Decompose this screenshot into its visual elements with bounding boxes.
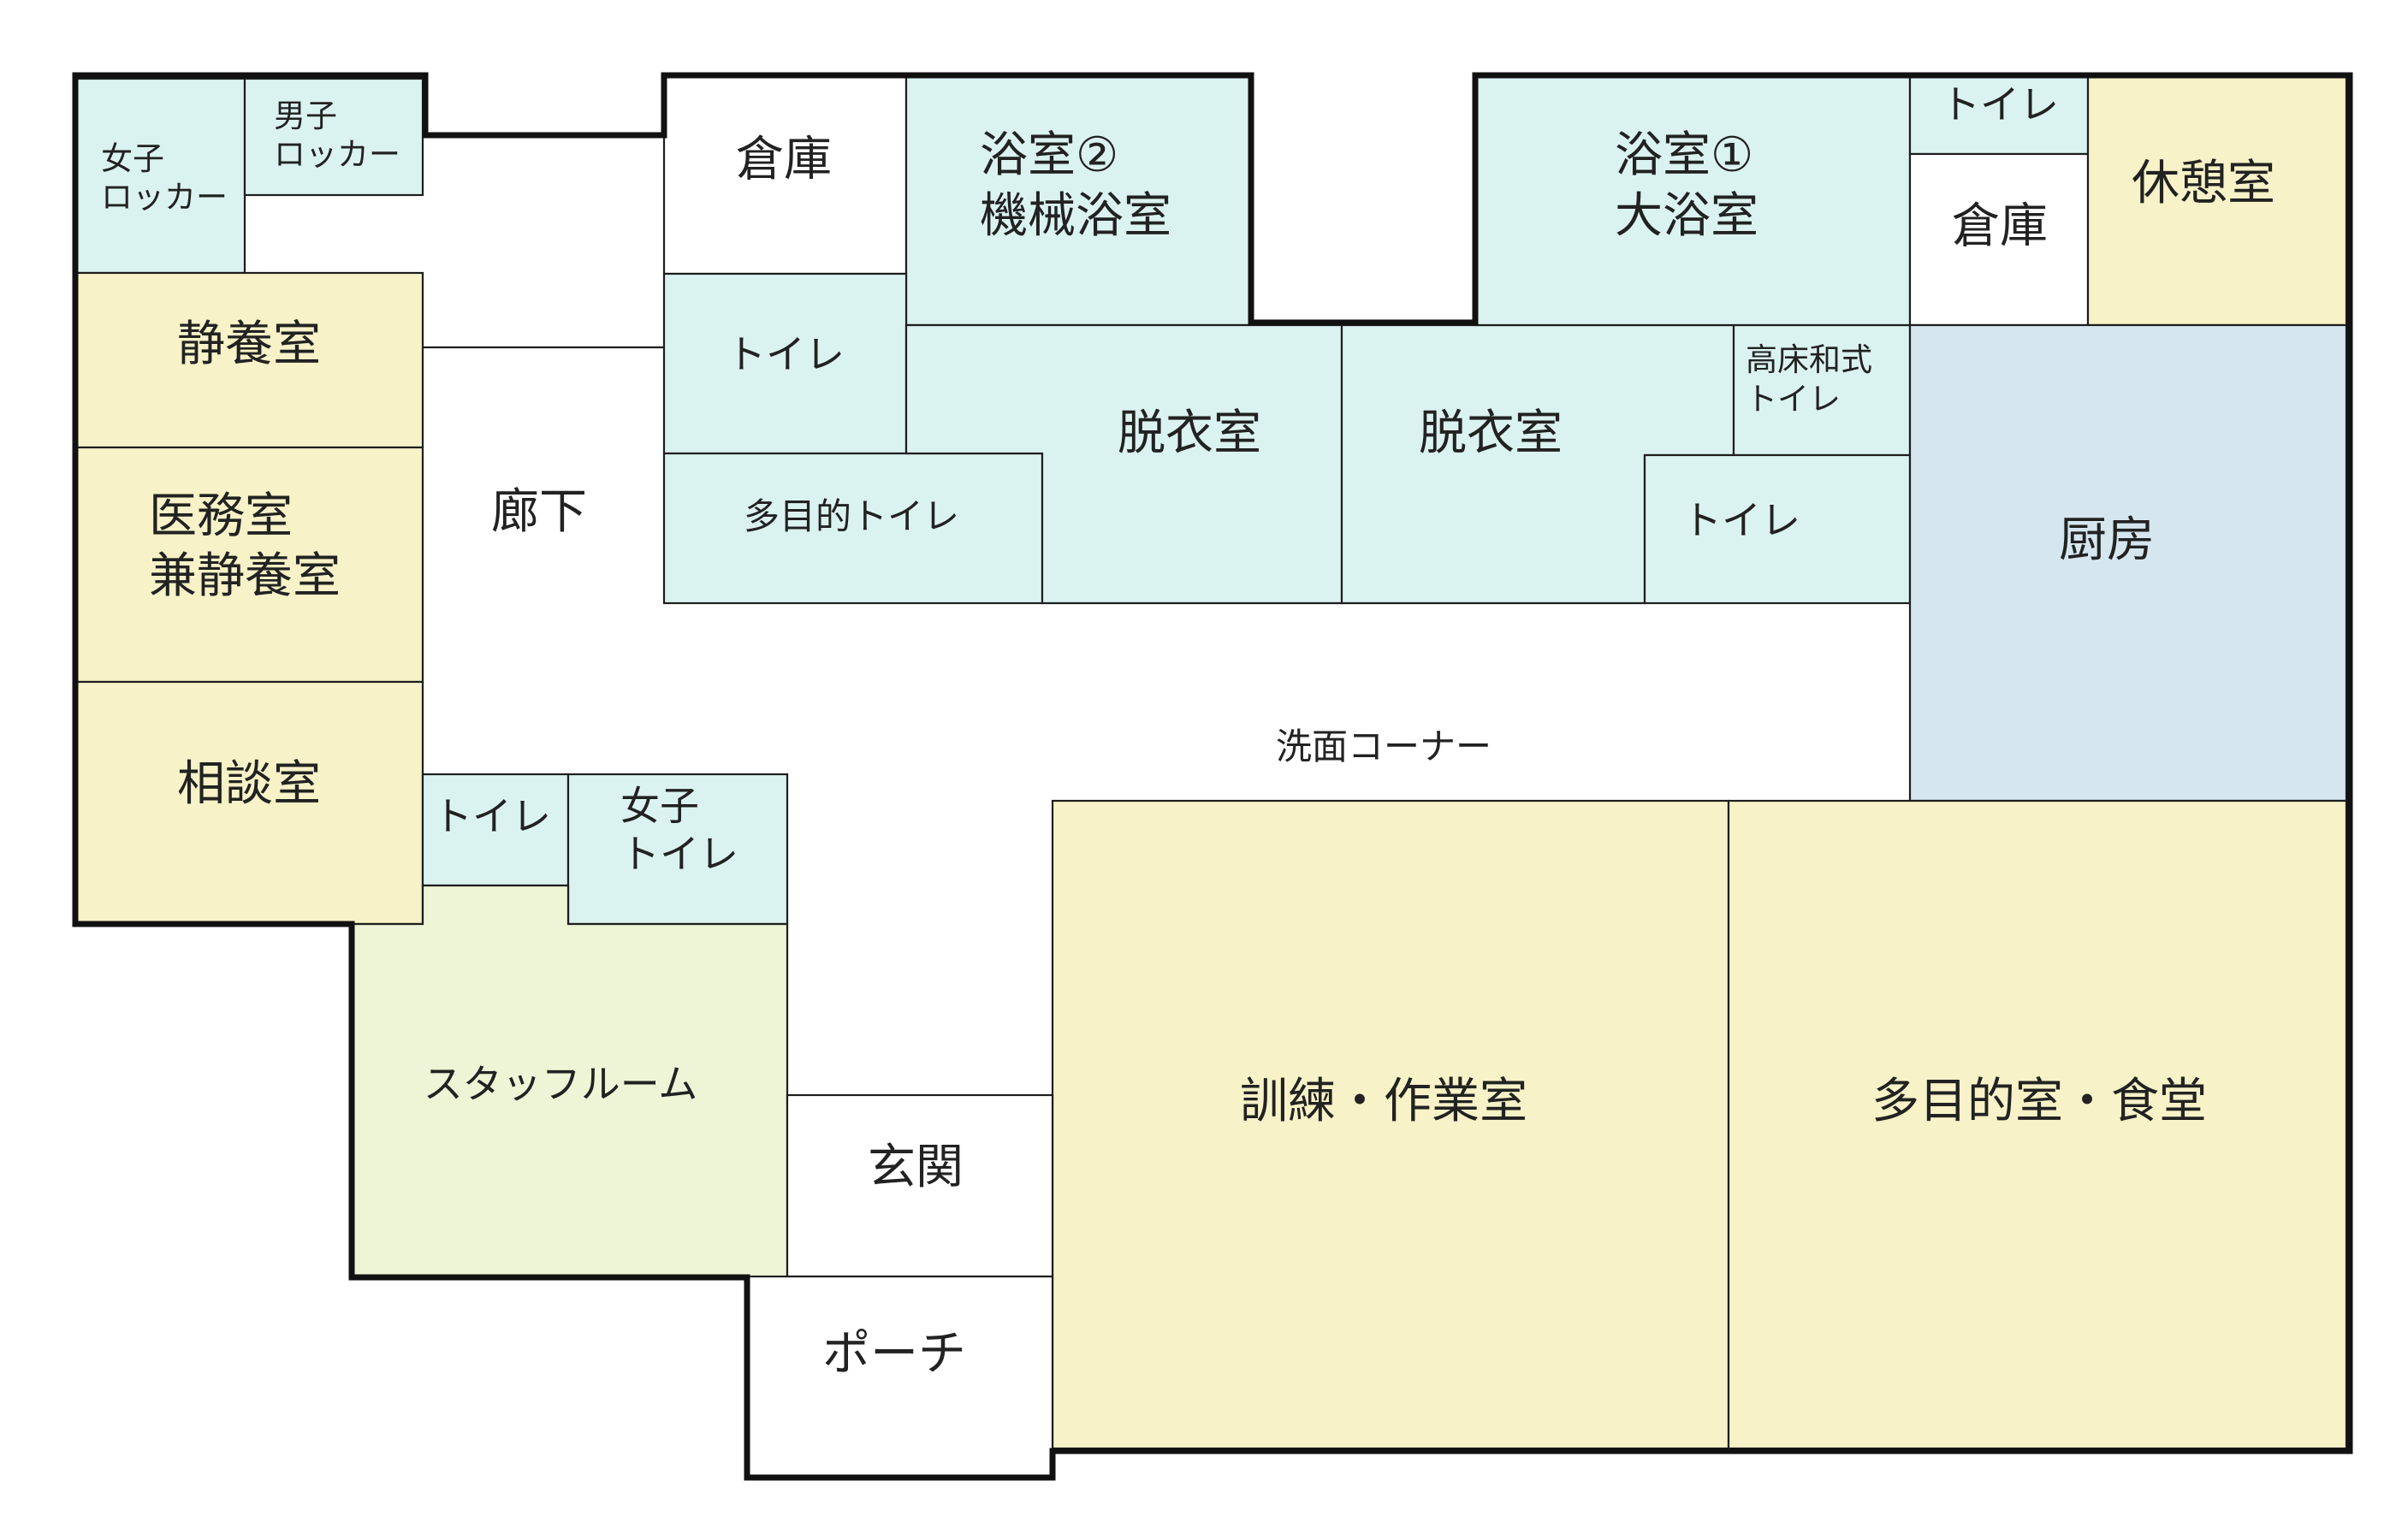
- toilet-east-label: トイレ: [1682, 497, 1800, 543]
- staff-room-label: スタッフルーム: [424, 1061, 698, 1107]
- label-line: スタッフルーム: [424, 1061, 698, 1107]
- consultation-room: [74, 680, 424, 926]
- label-line: トイレ: [620, 831, 738, 877]
- dining-room-label: 多目的室・食堂: [1871, 1074, 2207, 1129]
- medical-room: [74, 446, 424, 684]
- women-toilet-label: 女子トイレ: [620, 783, 738, 877]
- label-line: 浴室①: [1615, 127, 1753, 183]
- storage-room-west: [662, 74, 908, 275]
- exterior-walls: [72, 72, 2353, 1481]
- label-line: トイレ: [433, 793, 551, 839]
- training-room: [1051, 799, 1730, 1450]
- toilet-top-label: トイレ: [1941, 81, 2059, 127]
- kitchen-room: [1908, 323, 2348, 803]
- label-line: 静養室: [177, 317, 321, 372]
- training-room-label: 訓練・作業室: [1240, 1074, 1527, 1129]
- label-line: 倉庫: [1952, 198, 2048, 254]
- toilet-south-label: トイレ: [433, 793, 551, 839]
- label-line: トイレ: [1941, 81, 2059, 127]
- label-line: 休憩室: [2132, 156, 2275, 211]
- label-line: 厨房: [2059, 512, 2155, 568]
- toilet-room-west: [662, 272, 908, 455]
- label-line: 兼静養室: [149, 548, 341, 604]
- label-line: 機械浴室: [980, 188, 1171, 244]
- label-line: 相談室: [177, 756, 321, 812]
- storage-east-label: 倉庫: [1952, 198, 2048, 254]
- men-locker-label: 男子ロッカー: [274, 98, 400, 173]
- toilet-room-top: [1908, 74, 2090, 156]
- toilet-room-east: [1643, 453, 1912, 605]
- toilet-room-south: [421, 773, 570, 887]
- dressing-west-label: 脱衣室: [1118, 406, 1261, 461]
- label-line: ロッカー: [274, 136, 400, 173]
- kitchen-label: 厨房: [2059, 512, 2155, 568]
- label-line: 倉庫: [736, 132, 832, 187]
- label-line: 女子: [620, 783, 699, 829]
- storage-room-east: [1908, 152, 2090, 327]
- entrance-room: [786, 1093, 1054, 1278]
- consultation-room-label: 相談室: [177, 756, 321, 812]
- bath-room-1: [1474, 74, 1912, 327]
- multipurpose-toilet-room: [662, 452, 1044, 605]
- label-line: トイレ: [727, 331, 845, 377]
- men-locker-room: [243, 77, 424, 197]
- label-line: 浴室②: [980, 127, 1118, 183]
- label-line: 多目的トイレ: [744, 495, 959, 537]
- north-central-wall: [661, 72, 2353, 1454]
- label-line: トイレ: [1746, 381, 1841, 418]
- label-line: 大浴室: [1615, 188, 1758, 244]
- bath-room-2: [904, 74, 1253, 327]
- label-line: 廊下: [491, 484, 587, 540]
- label-line: 女子: [101, 140, 164, 177]
- dining-room: [1727, 799, 2348, 1450]
- west-wall: [72, 72, 667, 927]
- raised-toilet-room: [1732, 323, 1912, 457]
- dressing-east-label: 脱衣室: [1419, 406, 1563, 461]
- porch-wall: [348, 921, 1056, 1481]
- women-locker-room: [74, 77, 246, 275]
- corridor-label: 廊下: [491, 484, 587, 540]
- porch-label: ポーチ: [822, 1326, 966, 1382]
- label-line: トイレ: [1682, 497, 1800, 543]
- multipurpose-toilet-label: 多目的トイレ: [744, 495, 959, 537]
- label-line: 洗面コーナー: [1276, 726, 1492, 767]
- label-line: 男子: [274, 98, 337, 134]
- toilet-west-label: トイレ: [727, 331, 845, 377]
- label-line: ポーチ: [822, 1326, 966, 1382]
- label-line: 多目的室・食堂: [1871, 1074, 2207, 1129]
- raised-toilet-label: 高床和式トイレ: [1746, 341, 1872, 418]
- entrance-label: 玄関: [868, 1140, 964, 1195]
- women-locker-label: 女子ロッカー: [101, 140, 228, 216]
- label-line: 訓練・作業室: [1240, 1074, 1527, 1129]
- quiet-room-label: 静養室: [177, 317, 321, 372]
- room-shapes: [74, 74, 2348, 1479]
- washing-corner-label: 洗面コーナー: [1276, 726, 1492, 767]
- medical-room-label: 医務室兼静養室: [149, 489, 341, 604]
- label-line: 医務室: [149, 489, 293, 544]
- label-line: ロッカー: [101, 179, 228, 216]
- label-line: 高床和式: [1746, 341, 1872, 378]
- women-toilet-room: [566, 773, 789, 926]
- quiet-room: [74, 271, 424, 449]
- rest-room: [2086, 74, 2348, 327]
- label-line: 脱衣室: [1118, 406, 1261, 461]
- label-line: 玄関: [868, 1140, 964, 1195]
- storage-west-label: 倉庫: [736, 132, 832, 187]
- rest-room-label: 休憩室: [2132, 156, 2275, 211]
- label-line: 脱衣室: [1419, 406, 1563, 461]
